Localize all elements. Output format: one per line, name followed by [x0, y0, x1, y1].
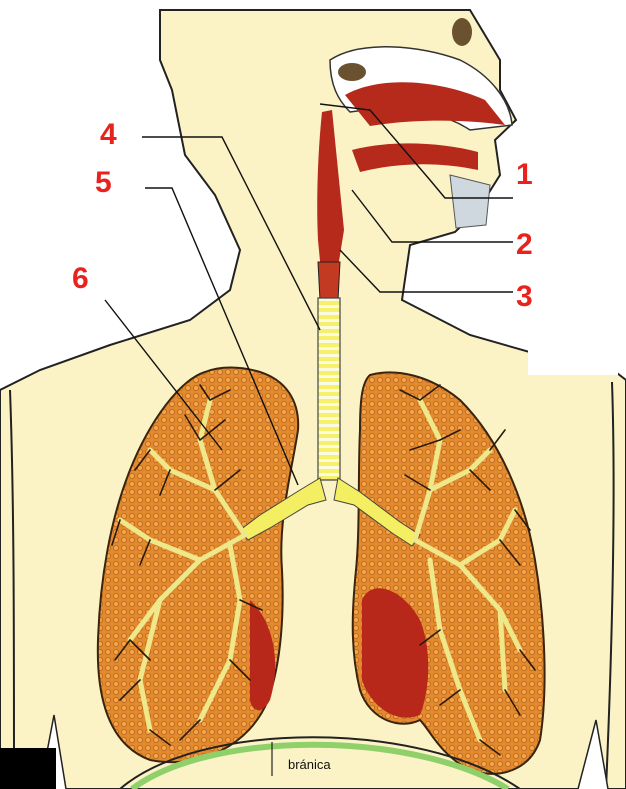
label-4: 4	[100, 120, 117, 150]
larynx	[318, 262, 340, 300]
corner-black-block	[0, 748, 56, 789]
sinus-right	[452, 18, 472, 46]
sinus-left	[338, 63, 366, 81]
label-3: 3	[516, 282, 533, 312]
label-6: 6	[72, 264, 89, 294]
trachea-icon	[318, 298, 340, 480]
label-1: 1	[516, 160, 533, 190]
white-patch	[528, 345, 618, 375]
label-2: 2	[516, 230, 533, 260]
diaphragm-label: bránica	[288, 757, 331, 772]
label-5: 5	[95, 168, 112, 198]
